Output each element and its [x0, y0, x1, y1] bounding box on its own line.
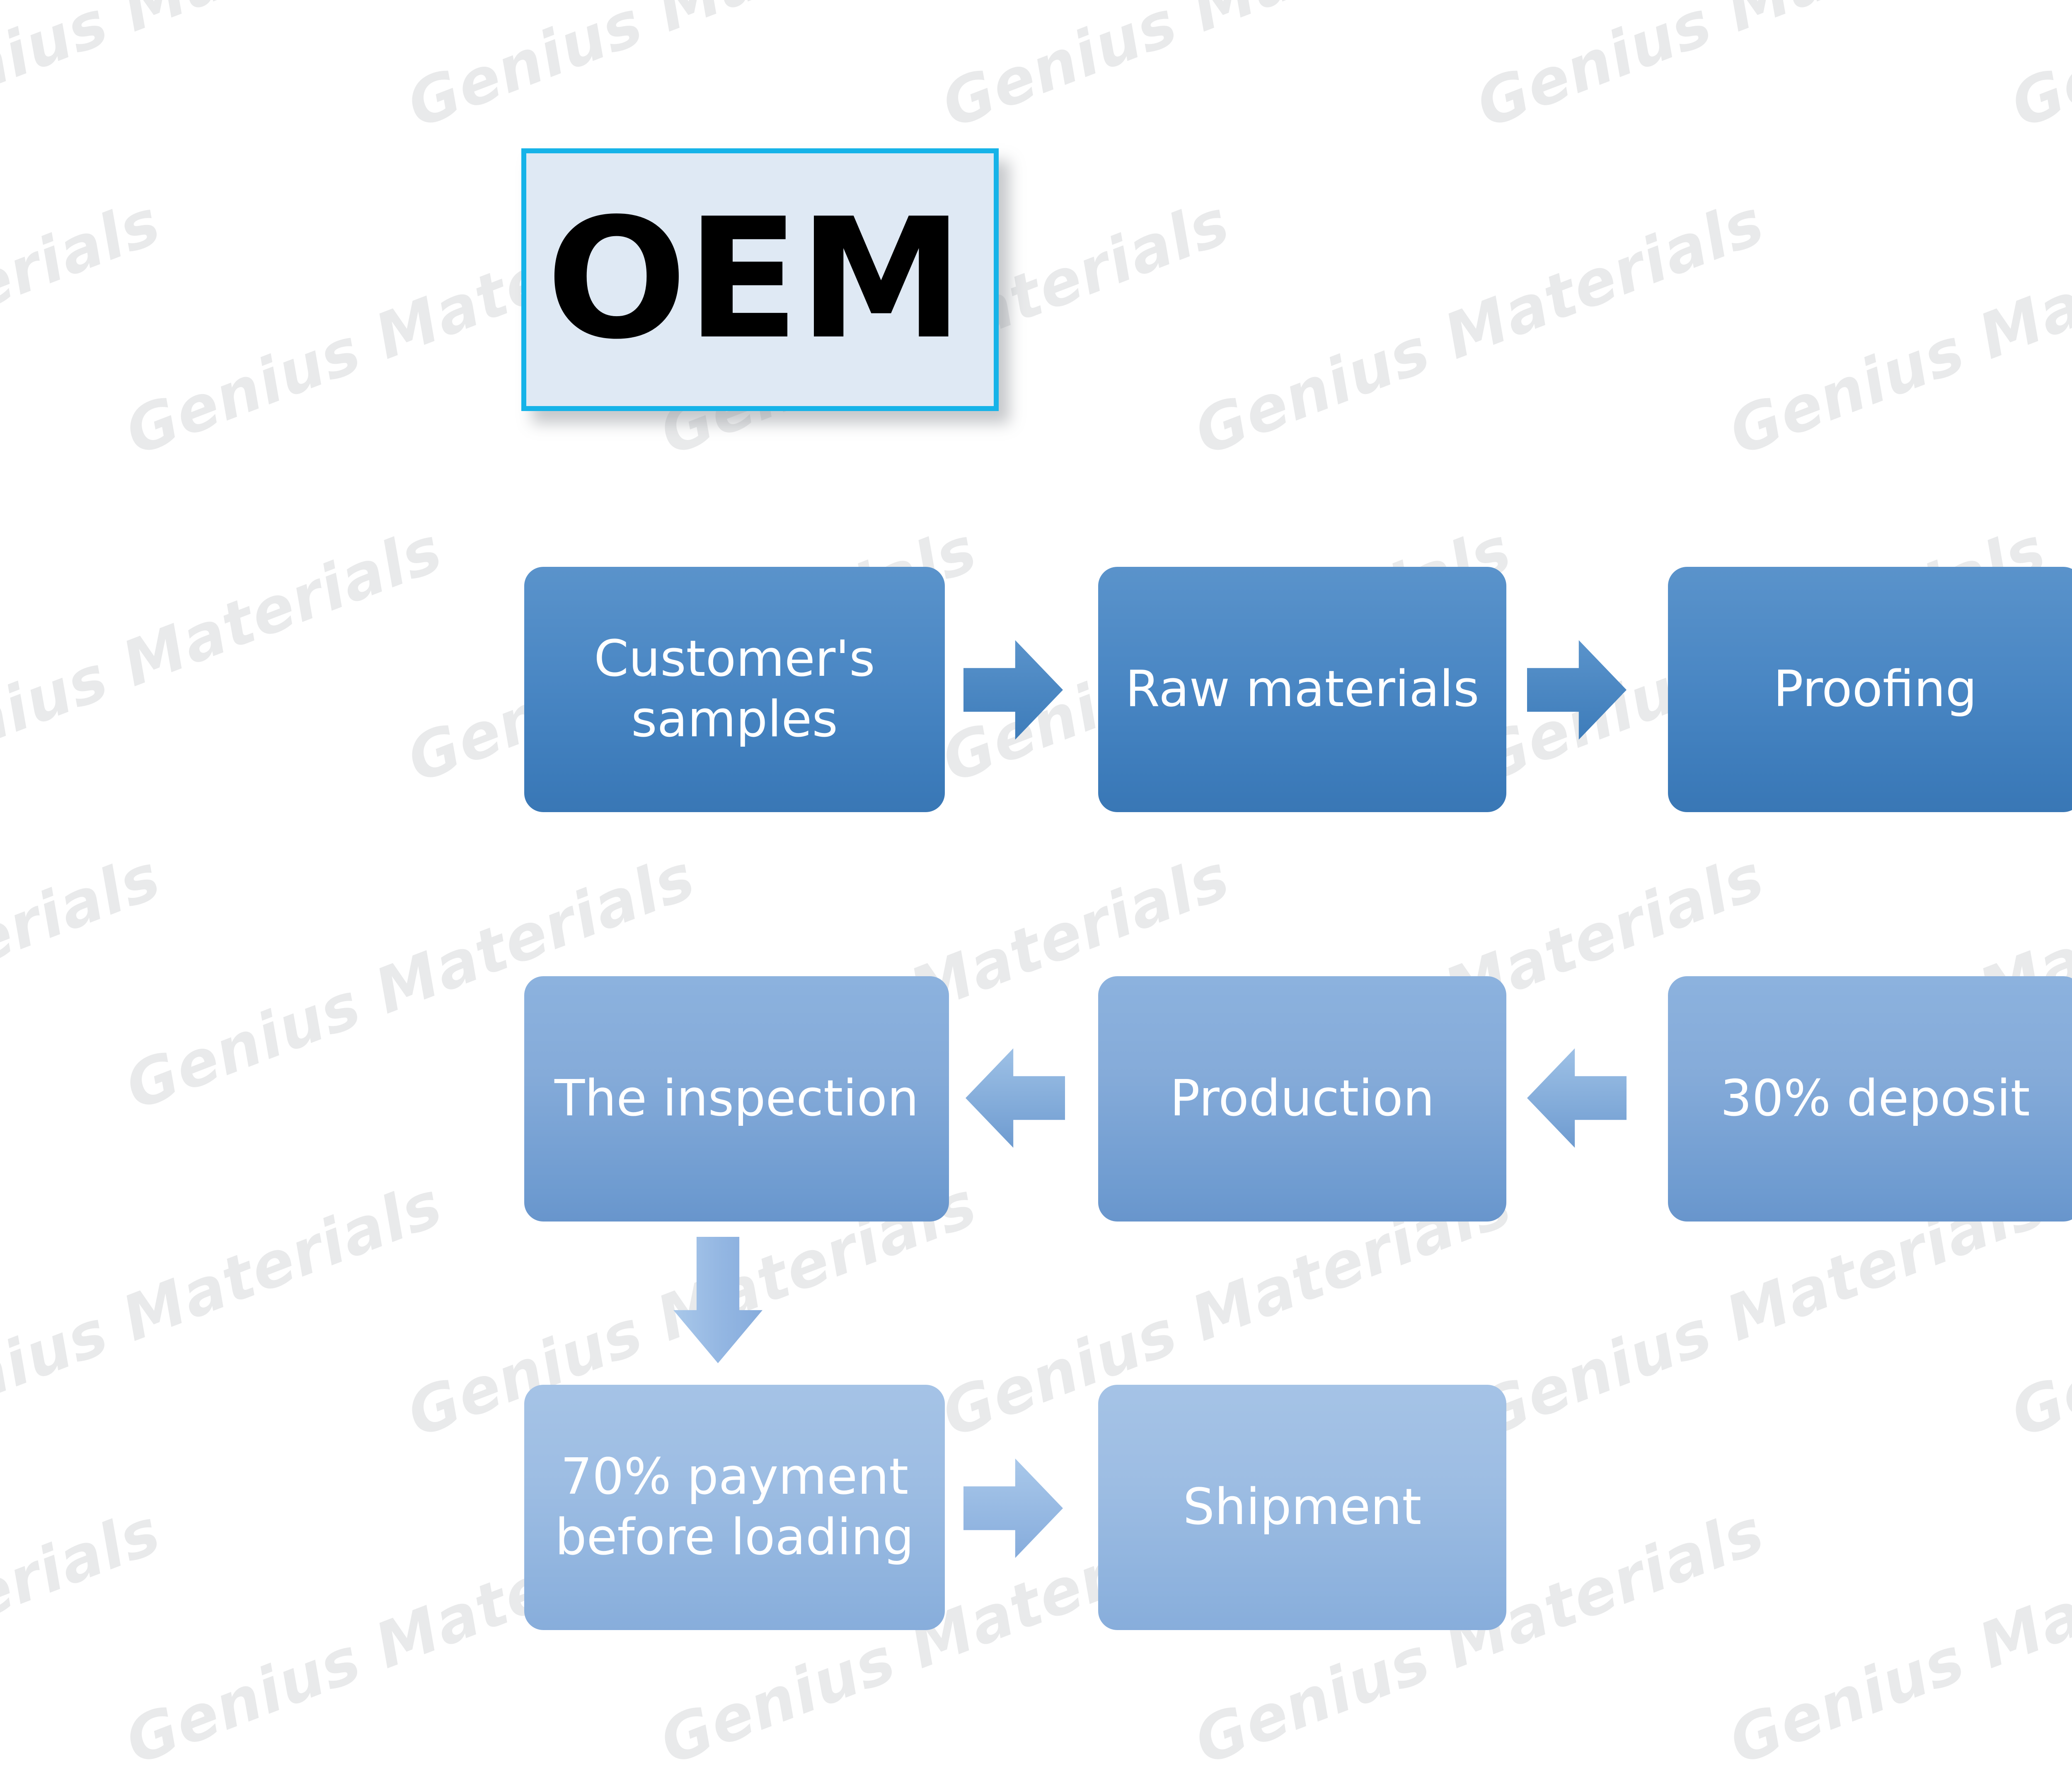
flow-box-label: Production: [1170, 1069, 1435, 1127]
flow-box-label: 30% deposit: [1720, 1069, 2030, 1127]
watermark-text: Genius Materials: [0, 840, 170, 1124]
oem-title-label: OEM: [546, 183, 963, 376]
flow-box-production[interactable]: Production: [1098, 976, 1506, 1222]
arrow-left-row2-2: [1527, 1048, 1627, 1148]
arrow-right-row3-1: [963, 1459, 1063, 1558]
flow-box-raw-materials[interactable]: Raw materials: [1098, 567, 1506, 812]
flow-box-customers-samples[interactable]: Customer's samples: [524, 567, 945, 812]
flow-box-shipment[interactable]: Shipment: [1098, 1385, 1506, 1630]
flow-box-the-inspection[interactable]: The inspection: [524, 976, 949, 1222]
oem-title-card: OEM: [521, 148, 999, 411]
flow-box-label: Proofing: [1773, 660, 1977, 718]
flow-box-70-percent-payment[interactable]: 70% payment before loading: [524, 1385, 945, 1630]
watermark-text: Genius Materials: [1185, 186, 1774, 469]
watermark-text: Genius Materials: [1720, 186, 2072, 469]
watermark-text: Genius Materials: [398, 0, 987, 142]
watermark-text: Genius Materials: [2002, 0, 2072, 142]
watermark-text: Genius Materials: [0, 186, 170, 469]
arrow-down-row2-to-row3: [673, 1237, 762, 1363]
watermark-text: Genius Materials: [1467, 0, 2056, 142]
watermark-text: Genius Materials: [0, 1168, 452, 1451]
arrow-right-row1-2: [1527, 640, 1627, 740]
watermark-text: Genius Materials: [0, 0, 452, 142]
watermark-text: Genius Materials: [0, 1495, 170, 1779]
arrow-left-row2-1: [966, 1048, 1065, 1148]
flow-box-label: 70% payment before loading: [555, 1448, 914, 1566]
watermark-text: Genius Materials: [0, 513, 452, 797]
arrow-right-row1-1: [963, 640, 1063, 740]
flow-box-label: Customer's samples: [594, 630, 875, 748]
flow-box-label: Raw materials: [1125, 660, 1479, 718]
flow-box-proofing[interactable]: Proofing: [1668, 567, 2072, 812]
flow-box-label: The inspection: [554, 1069, 919, 1127]
watermark-text: Genius Materials: [932, 0, 1521, 142]
flow-box-label: Shipment: [1183, 1478, 1422, 1536]
flow-box-30-percent-deposit[interactable]: 30% deposit: [1668, 976, 2072, 1222]
watermark-text: Genius Materials: [1720, 1495, 2072, 1779]
